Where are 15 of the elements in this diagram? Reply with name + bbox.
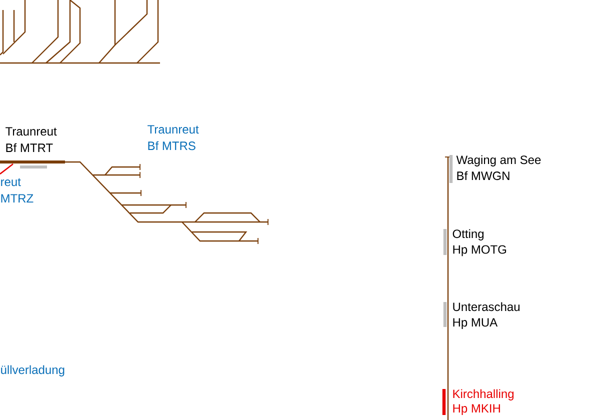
station-label: Hp MOTG [453, 245, 506, 256]
station-label: Bf MTRT [6, 143, 53, 152]
station-label: Waging am See [456, 155, 541, 166]
station-label: üllverladung [1, 365, 64, 376]
station-label: Unteraschau [453, 302, 520, 312]
station-label: Bf MWGN [457, 171, 510, 180]
station-label: Traunreut [148, 125, 199, 134]
station-label: Hp MKIH [453, 404, 500, 415]
station-label: Hp MUA [453, 318, 498, 329]
station-label: Bf MTRS [148, 141, 196, 150]
station-label: reut [1, 178, 21, 186]
station-label: Otting [452, 229, 484, 240]
station-label: Traunreut [6, 127, 57, 136]
station-label: MTRZ [1, 194, 34, 203]
station-label: Kirchhalling [453, 389, 514, 400]
